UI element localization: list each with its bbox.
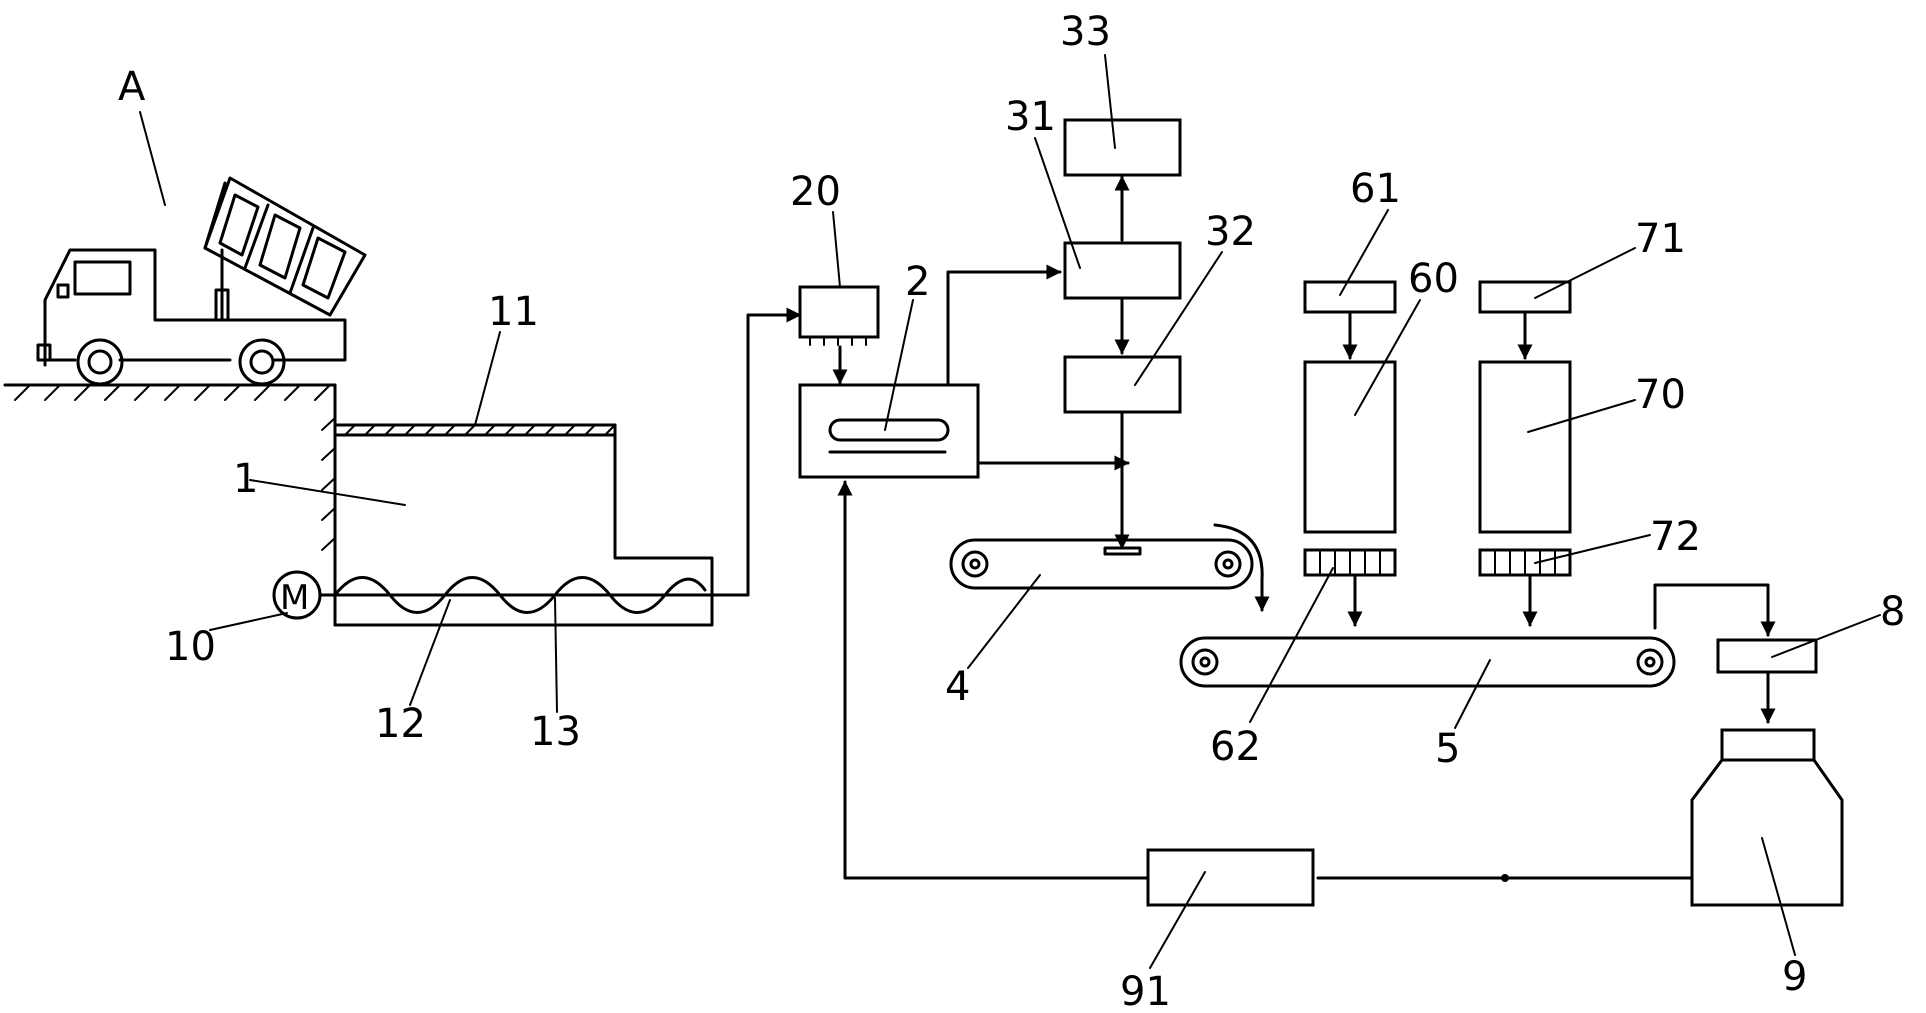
label-screw-housing: 12 (375, 701, 426, 747)
tank-9 (1690, 728, 1844, 907)
leader-hopper-60 (1354, 299, 1421, 416)
leader-conveyor-5 (1454, 659, 1491, 729)
motor-symbol: M (280, 578, 309, 618)
leader-screw-housing (409, 599, 451, 706)
flow-5-to-8 (1653, 583, 1776, 637)
feeder-62 (1303, 548, 1397, 577)
label-feeder-62: 62 (1210, 724, 1261, 770)
label-feeder-72: 72 (1650, 514, 1701, 560)
unit-31 (1063, 241, 1182, 300)
label-motor: 10 (165, 624, 216, 670)
label-conveyor-4: 4 (945, 664, 970, 710)
conveyor-4 (949, 523, 1270, 612)
label-top-71: 71 (1635, 216, 1686, 262)
leader-unit-31 (1034, 137, 1081, 269)
leader-pit (249, 479, 406, 506)
leader-feeder-72 (1534, 534, 1651, 564)
label-unit-31: 31 (1005, 94, 1056, 140)
label-top-61: 61 (1350, 166, 1401, 212)
leader-motor (209, 612, 288, 631)
leader-feeder-62 (1249, 567, 1334, 723)
label-separator-top: 20 (790, 169, 841, 215)
leader-conveyor-4 (967, 574, 1041, 669)
motor-icon: M (272, 570, 337, 620)
label-hopper-70: 70 (1635, 372, 1686, 418)
label-tank-9: 9 (1782, 954, 1807, 1000)
label-truck: A (118, 64, 146, 110)
ground-line (3, 383, 337, 401)
label-unit-91: 91 (1120, 969, 1171, 1013)
conveyor-5 (1179, 636, 1676, 688)
label-separator: 2 (905, 259, 930, 305)
label-unit-8: 8 (1880, 589, 1905, 635)
leader-separator-top (832, 211, 841, 288)
hopper-70 (1478, 360, 1572, 534)
label-screw: 13 (530, 709, 581, 755)
leader-separator (884, 299, 914, 431)
leader-unit-8 (1771, 614, 1881, 658)
leader-hopper-70 (1527, 399, 1636, 433)
unit-33 (1063, 118, 1182, 177)
leader-grate (474, 331, 501, 426)
label-conveyor-5: 5 (1435, 726, 1460, 772)
return-line-junction (1501, 874, 1509, 882)
grate (333, 423, 617, 437)
receiving-pit (321, 383, 714, 627)
label-hopper-60: 60 (1408, 256, 1459, 302)
feed-line-to-separator (710, 307, 802, 597)
unit-32 (1063, 355, 1182, 414)
leader-truck (139, 111, 166, 206)
leader-unit-33 (1104, 54, 1116, 149)
return-line-91-to-separator (837, 480, 1150, 880)
flow-2-to-31 (946, 264, 1062, 387)
label-pit: 1 (233, 456, 258, 502)
leader-unit-32 (1134, 251, 1223, 386)
label-unit-33: 33 (1060, 9, 1111, 55)
label-grate: 11 (488, 289, 539, 335)
label-unit-32: 32 (1205, 209, 1256, 255)
separator-2 (798, 383, 980, 479)
leader-top-61 (1339, 209, 1389, 296)
leader-unit-91 (1149, 871, 1206, 969)
leader-screw (554, 597, 558, 713)
feeder-72 (1478, 548, 1572, 577)
leader-tank-9 (1761, 837, 1796, 956)
leader-top-71 (1534, 247, 1636, 299)
hopper-60 (1303, 360, 1397, 534)
screw-conveyor (333, 576, 714, 614)
dump-truck (36, 176, 367, 386)
unit-61 (1303, 280, 1397, 314)
unit-91 (1146, 848, 1315, 907)
unit-20 (798, 285, 880, 346)
